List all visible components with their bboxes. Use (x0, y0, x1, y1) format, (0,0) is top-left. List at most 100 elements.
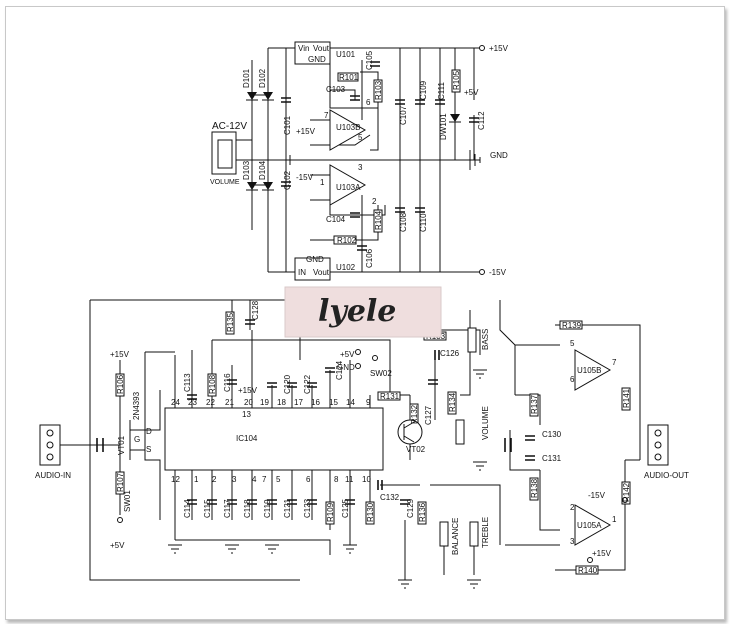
c129-label: C129 (406, 498, 415, 518)
c105-label: C105 (365, 50, 374, 70)
capacitor-plates (96, 61, 535, 505)
r135-label: R135 (226, 312, 235, 332)
op-pin-5: 5 (570, 339, 575, 348)
vout2-label: Vout (313, 268, 330, 277)
connectors (39, 45, 669, 563)
c114-label: C114 (183, 499, 192, 518)
pin-1: 1 (194, 475, 199, 484)
pin-21: 21 (225, 398, 234, 407)
pin-17: 17 (294, 398, 303, 407)
u105b-label: U105B (577, 366, 601, 375)
pin-5: 5 (276, 475, 281, 484)
vt02-label: VT02 (406, 445, 426, 454)
pos15-op-main-label: +15V (592, 549, 612, 558)
neg15-label: -15V (489, 268, 507, 277)
u101-label: U101 (336, 50, 356, 59)
neg15-op-label: -15V (296, 173, 314, 182)
c116-label: C116 (223, 373, 232, 392)
pin2-label: 2 (372, 197, 377, 206)
audio-out-label: AUDIO-OUT (644, 471, 689, 480)
vout-label: Vout (313, 44, 330, 53)
watermark-text: lyele (318, 294, 396, 329)
c117-label: C117 (223, 499, 232, 518)
pin-18: 18 (277, 398, 286, 407)
pin1-label: 1 (320, 178, 325, 187)
c132-label: C132 (380, 493, 400, 502)
resistor-bodies (115, 69, 631, 575)
gnd-u102-label: GND (306, 255, 324, 264)
pin-8: 8 (334, 475, 339, 484)
power-labels: +15V -15V +5V GND AC-12V VOLUME Vin Vout… (210, 44, 509, 277)
regulators (294, 41, 331, 281)
pos5-label: +5V (464, 88, 479, 97)
c109-label: C109 (419, 80, 428, 100)
pin-3: 3 (232, 475, 237, 484)
c123-label: C123 (303, 498, 312, 518)
c103-label: C103 (326, 85, 346, 94)
d101-label: D101 (242, 68, 251, 88)
c101-label: C101 (283, 115, 292, 135)
c119-label: C119 (263, 499, 272, 518)
c107-label: C107 (399, 105, 408, 125)
c111-label: C111 (437, 82, 446, 100)
audio-in-label: AUDIO-IN (35, 471, 71, 480)
op-pin-6: 6 (570, 375, 575, 384)
pos5-main-label: +5V (110, 541, 125, 550)
c127-label: C127 (424, 405, 433, 425)
gnd-sw-label: GND (337, 363, 355, 372)
r106-label: R106 (116, 374, 125, 394)
c130-label: C130 (542, 430, 562, 439)
op-pin-2: 2 (570, 503, 575, 512)
pin7-label: 7 (324, 111, 329, 120)
c121-label: C121 (283, 498, 292, 518)
pin6-label: 6 (366, 98, 371, 107)
r102-label: R102 (337, 236, 357, 245)
c110-label: C110 (419, 213, 428, 232)
pin-10: 10 (362, 475, 371, 484)
pos5-sw-label: +5V (340, 350, 355, 359)
c115-label: C115 (203, 499, 212, 518)
r109-label: R109 (326, 502, 335, 522)
r101-label: R101 (339, 73, 359, 82)
r142-label: R142 (622, 482, 631, 502)
sw01-label: SW01 (123, 490, 132, 512)
watermark: lyele (284, 286, 442, 338)
r131-label: R131 (380, 392, 400, 401)
c128-label: C128 (251, 300, 260, 320)
gnd-label: GND (490, 151, 508, 160)
op-pin-3: 3 (570, 537, 575, 546)
c106-label: C106 (365, 248, 374, 268)
r141-label: R141 (622, 388, 631, 408)
pin-22: 22 (206, 398, 215, 407)
pin3-label: 3 (358, 163, 363, 172)
sw02-label: SW02 (370, 369, 392, 378)
c120-label: C120 (283, 374, 292, 394)
op-pin-7: 7 (612, 358, 617, 367)
r104-label: R104 (374, 210, 383, 230)
u103b-label: U103B (336, 123, 360, 132)
pin-19: 19 (260, 398, 269, 407)
u103a-label: U103A (336, 183, 361, 192)
ic104-body (164, 407, 384, 471)
treble-label: TREBLE (481, 517, 490, 548)
g-pin-label: G (134, 435, 140, 444)
c124-label: C124 (335, 360, 344, 380)
transistor-label: 2N4393 (132, 391, 141, 420)
c113-label: C113 (183, 373, 192, 392)
gnd-u101-label: GND (308, 55, 326, 64)
volume-label: VOLUME (481, 406, 490, 440)
opamps (329, 109, 612, 546)
pin-15: 15 (329, 398, 338, 407)
balance-label: BALANCE (451, 518, 460, 555)
u102-label: U102 (336, 263, 356, 272)
in-label: IN (298, 268, 306, 277)
d102-label: D102 (258, 68, 267, 88)
ac-label: AC-12V (212, 121, 247, 132)
pin-7: 7 (262, 475, 267, 484)
d104-label: D104 (258, 160, 267, 180)
u105a-label: U105A (577, 521, 602, 530)
c108-label: C108 (399, 212, 408, 232)
pos15-op-label: +15V (296, 127, 316, 136)
r137-label: R137 (530, 394, 539, 414)
